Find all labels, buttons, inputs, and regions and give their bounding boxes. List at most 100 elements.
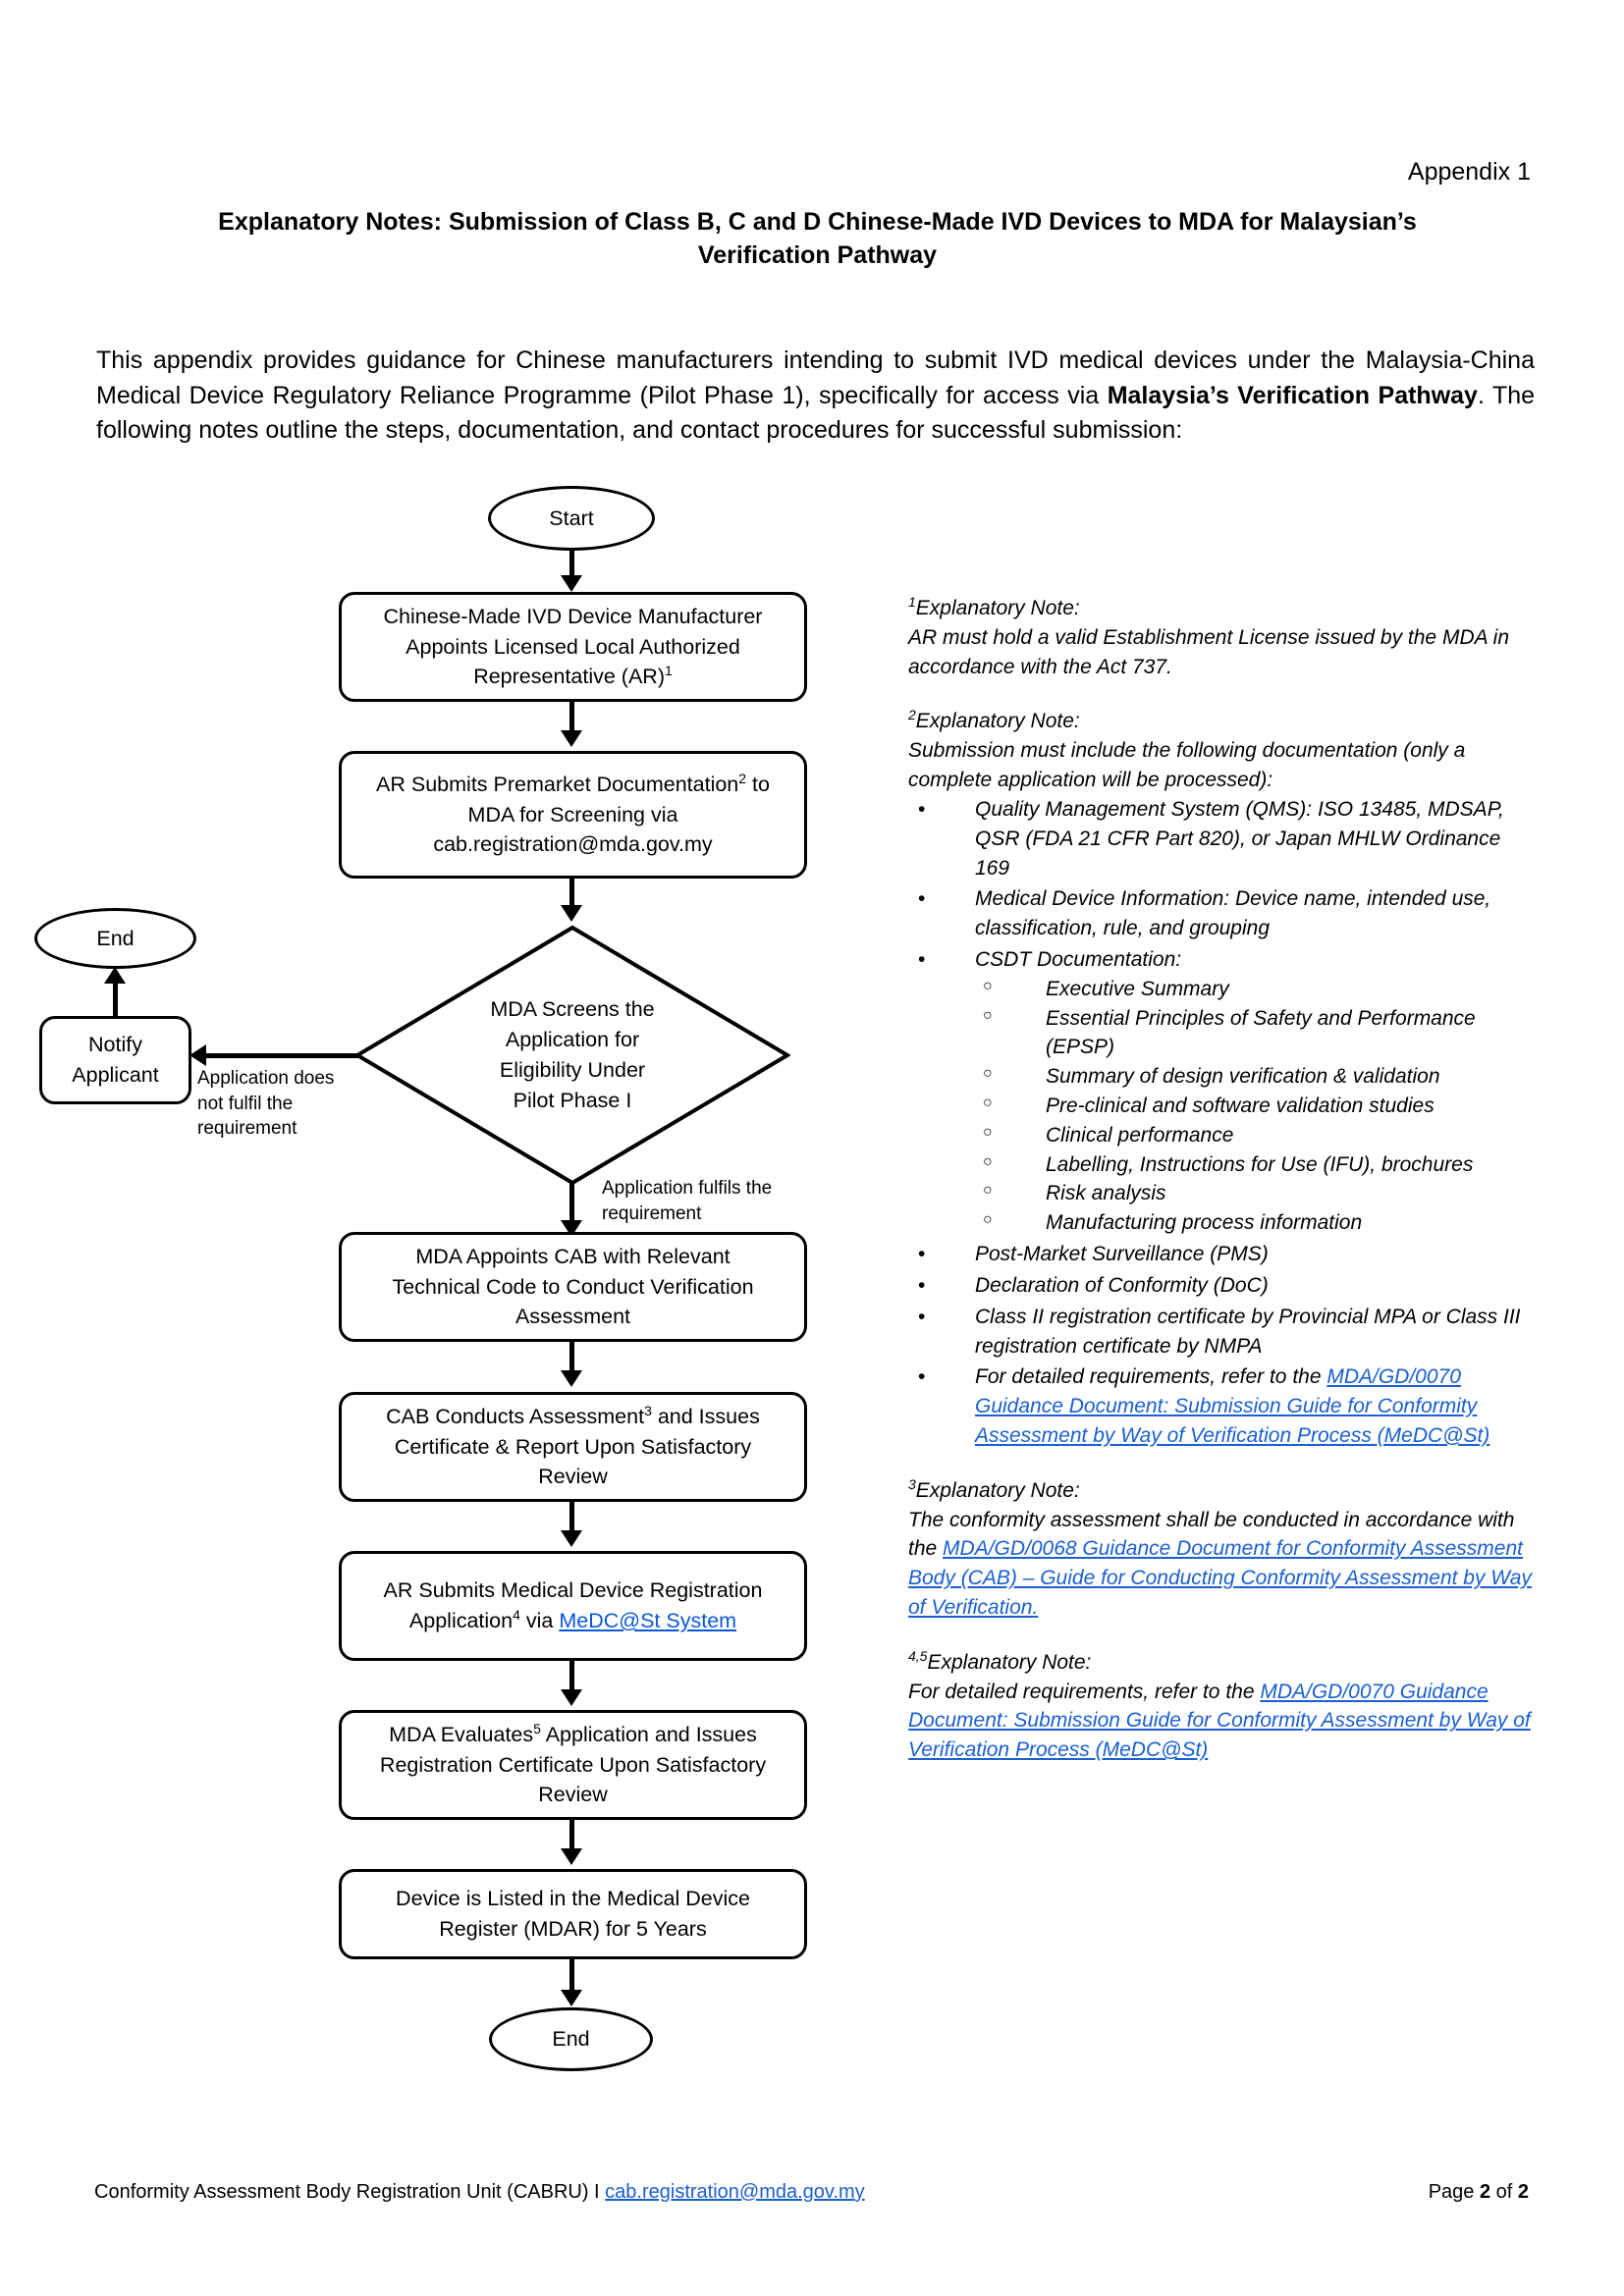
footer-divider — [93, 2167, 1531, 2168]
arrowhead-node1 — [561, 575, 582, 592]
line2: Technical Code to Conduct Verification — [392, 1274, 754, 1299]
arrowhead-node4 — [561, 1370, 582, 1387]
line1: Application does — [197, 1068, 335, 1089]
line1: AR Submits Medical Device Registration — [383, 1578, 763, 1603]
flow-node-appoint-cab: MDA Appoints CAB with Relevant Technical… — [339, 1232, 807, 1342]
line2: Registration Certificate Upon Satisfacto… — [379, 1752, 767, 1777]
line2: MDA for Screening via — [467, 802, 678, 827]
connector-decision-to-notify — [203, 1053, 360, 1058]
appendix-label: Appendix 1 — [1407, 158, 1531, 186]
line1: Chinese-Made IVD Device Manufacturer — [383, 605, 763, 629]
flowchart: Start Chinese-Made IVD Device Manufactur… — [34, 486, 807, 2071]
note-45-body: For detailed requirements, refer to the … — [908, 1678, 1537, 1765]
footnote-marker-5: 5 — [533, 1721, 541, 1737]
flow-decision-screening: MDA Screens the Application for Eligibil… — [354, 925, 790, 1186]
note-1-heading: 1Explanatory Note: — [908, 594, 1537, 623]
note-3-superscript: 3 — [908, 1475, 916, 1492]
line1: Device is Listed in the Medical Device — [396, 1887, 750, 1911]
flow-node-ar-registration: AR Submits Medical Device Registration A… — [339, 1551, 807, 1661]
mda-gd-0070-link[interactable]: MDA/GD/0070 Guidance Document: Submissio… — [975, 1365, 1490, 1447]
note-45-prefix: For detailed requirements, refer to the — [908, 1680, 1261, 1703]
line2: Register (MDAR) for 5 Years — [439, 1917, 707, 1941]
line3: requirement — [197, 1118, 298, 1140]
intro-part1: This appendix provides guidance for Chin… — [96, 347, 1535, 409]
note-2-heading: 2Explanatory Note: — [908, 707, 1537, 736]
flow-node-mda-evaluates-text: MDA Evaluates5 Application and Issues Re… — [380, 1720, 766, 1810]
intro-part2: . The following notes outline the steps,… — [96, 381, 1536, 445]
note-45-heading-text: Explanatory Note: — [927, 1650, 1092, 1674]
flow-node-end-bottom-label: End — [552, 2027, 590, 2052]
list-item: Manufacturing process information — [975, 1208, 1537, 1238]
list-item: Risk analysis — [975, 1179, 1537, 1208]
line3: Representative (AR) — [473, 665, 665, 689]
connector-node4-to-node5 — [569, 1502, 574, 1533]
list-item: Executive Summary — [975, 975, 1537, 1004]
arrowhead-node6 — [561, 1689, 582, 1706]
footer-email-link[interactable]: cab.registration@mda.gov.my — [605, 2181, 865, 2203]
mda-gd-0070-link-2[interactable]: MDA/GD/0070 Guidance Document: Submissio… — [908, 1680, 1531, 1762]
flow-node-submit-premarket: AR Submits Premarket Documentation2 to M… — [339, 751, 807, 879]
connector-node3-to-node4 — [569, 1342, 574, 1373]
flow-node-cab-assessment-text: CAB Conducts Assessment3 and Issues Cert… — [386, 1402, 760, 1492]
flow-decision-screening-text: MDA Screens the Application for Eligibil… — [354, 925, 790, 1186]
arrowhead-node7 — [561, 1848, 582, 1865]
note-2-body: Submission must include the following do… — [908, 739, 1466, 792]
connector-start-to-node1 — [569, 551, 574, 578]
medcst-system-link[interactable]: MeDC@St System — [559, 1609, 737, 1632]
list-item: Quality Management System (QMS): ISO 134… — [908, 795, 1537, 882]
flow-node-appoint-cab-text: MDA Appoints CAB with Relevant Technical… — [392, 1242, 753, 1332]
intro-paragraph: This appendix provides guidance for Chin… — [96, 344, 1535, 449]
footnote-marker-4: 4 — [513, 1606, 520, 1623]
list-item-label: CSDT Documentation: — [975, 947, 1182, 971]
list-item: For detailed requirements, refer to the … — [908, 1362, 1537, 1450]
line3: Eligibility Under — [499, 1058, 646, 1082]
arrowhead-node2 — [561, 730, 582, 747]
arrowhead-decision — [561, 905, 582, 922]
edge-label-fulfils: Application fulfils the requirement — [602, 1176, 798, 1226]
note-45-heading: 4,5Explanatory Note: — [908, 1648, 1537, 1678]
connector-node6-to-node7 — [569, 1820, 574, 1851]
note-3-prefix: The conformity assessment shall be condu… — [908, 1508, 1515, 1561]
line1a: AR Submits Premarket Documentation — [376, 773, 739, 797]
explanatory-notes-column: 1Explanatory Note: AR must hold a valid … — [908, 594, 1537, 1790]
line2: not fulfil the — [197, 1093, 294, 1114]
note-45-superscript: 4,5 — [908, 1647, 928, 1664]
footnote-marker-2: 2 — [738, 771, 747, 787]
mda-gd-0068-link[interactable]: MDA/GD/0068 Guidance Document for Confor… — [908, 1537, 1532, 1619]
edge-label-not-fulfil: Application does not fulfil the requirem… — [197, 1066, 369, 1142]
flow-node-ar-registration-text: AR Submits Medical Device Registration A… — [384, 1575, 763, 1635]
line3: Review — [538, 1465, 608, 1489]
line1: MDA Screens the — [490, 996, 655, 1021]
list-item: CSDT Documentation: Executive Summary Es… — [908, 945, 1537, 1238]
line2: Appoints Licensed Local Authorized — [406, 634, 740, 659]
line1b: Application and Issues — [540, 1723, 757, 1747]
line3: Assessment — [514, 1305, 631, 1329]
explanatory-note-4-5: 4,5Explanatory Note: For detailed requir… — [908, 1648, 1537, 1765]
line2: Applicant — [72, 1063, 159, 1087]
flow-node-cab-assessment: CAB Conducts Assessment3 and Issues Cert… — [339, 1392, 807, 1502]
flow-node-notify-applicant: Notify Applicant — [39, 1016, 191, 1104]
line2a: Application — [408, 1609, 514, 1632]
list-item: Essential Principles of Safety and Perfo… — [975, 1004, 1537, 1063]
line1b: and Issues — [651, 1405, 760, 1429]
connector-node2-to-decision — [569, 879, 574, 908]
footer-contact-text: Conformity Assessment Body Registration … — [94, 2181, 606, 2203]
intro-bold: Malaysia’s Verification Pathway — [1107, 381, 1478, 409]
connector-decision-to-node3 — [569, 1183, 574, 1224]
list-item: Pre-clinical and software validation stu… — [975, 1092, 1537, 1121]
list-item: Clinical performance — [975, 1121, 1537, 1150]
list-item-prefix: For detailed requirements, refer to the — [975, 1365, 1327, 1389]
note-1-superscript: 1 — [908, 594, 916, 610]
page-current: 2 — [1479, 2181, 1491, 2203]
flow-node-end-left-label: End — [96, 926, 135, 950]
list-item: Medical Device Information: Device name,… — [908, 884, 1537, 943]
list-item: Labelling, Instructions for Use (IFU), b… — [975, 1150, 1537, 1180]
flow-node-mdar-listing-text: Device is Listed in the Medical Device R… — [396, 1884, 750, 1944]
page-total: 2 — [1517, 2181, 1529, 2203]
line2: requirement — [602, 1202, 702, 1224]
flow-node-start: Start — [488, 486, 655, 551]
flow-node-appoint-ar: Chinese-Made IVD Device Manufacturer App… — [339, 592, 807, 702]
flow-node-submit-premarket-text: AR Submits Premarket Documentation2 to M… — [376, 770, 770, 860]
arrowhead-notify — [189, 1044, 206, 1066]
